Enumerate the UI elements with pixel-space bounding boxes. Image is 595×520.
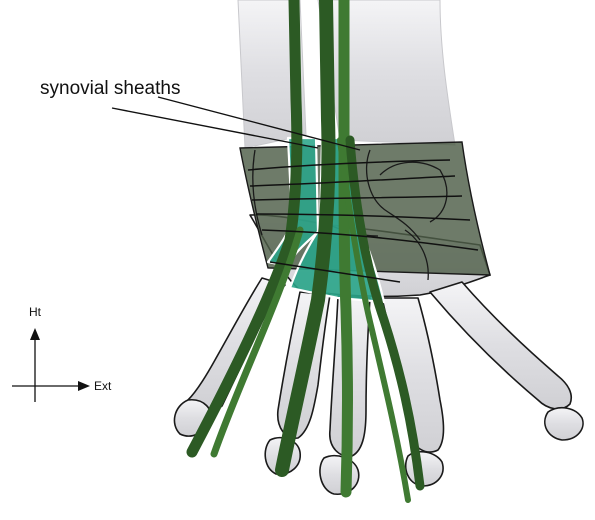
sheath-label: synovial sheaths bbox=[40, 78, 180, 99]
middle-phalanx bbox=[320, 456, 359, 495]
little-metacarpal bbox=[430, 282, 571, 409]
ring-phalanx bbox=[406, 452, 443, 486]
axis-vertical-label: Ht bbox=[29, 305, 42, 319]
orientation-axes bbox=[12, 328, 90, 402]
arrow-right-icon bbox=[78, 381, 90, 391]
arrow-up-icon bbox=[30, 328, 40, 340]
tendon-4 bbox=[344, 0, 348, 492]
little-phalanx bbox=[545, 408, 583, 440]
axis-horizontal-label: Ext bbox=[94, 379, 112, 393]
